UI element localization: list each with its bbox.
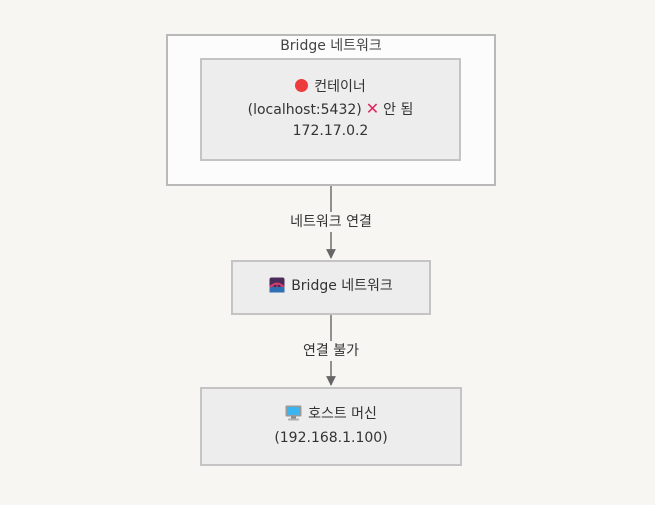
container-node-name: 컨테이너 [314,79,366,95]
host-node: 호스트 머신 (192.168.1.100) [200,387,462,466]
bridge-node-row: Bridge 네트워크 [269,276,393,300]
host-node-ip: (192.168.1.100) [274,430,388,446]
container-node-address: (localhost:5432) [247,102,362,118]
host-node-name: 호스트 머신 [308,406,377,422]
container-node-ip: 172.17.0.2 [292,123,369,139]
bridge-node: Bridge 네트워크 [231,260,431,315]
edge-label-network-connection: 네트워크 연결 [288,212,374,232]
container-node-status-row: (localhost:5432)✕안 됨 [248,98,414,121]
bridge-node-name: Bridge 네트워크 [291,277,393,294]
container-node: 컨테이너 (localhost:5432)✕안 됨 172.17.0.2 [200,58,461,161]
cluster-title: Bridge 네트워크 [280,38,382,54]
container-node-title-row: 컨테이너 [295,77,366,98]
container-node-status: 안 됨 [383,102,414,118]
bridge-icon [269,277,285,300]
edge-label-connection-failed: 연결 불가 [301,341,361,361]
computer-icon [285,405,302,428]
cross-mark-icon: ✕ [365,99,380,118]
host-node-title-row: 호스트 머신 [285,404,377,428]
red-circle-icon [295,79,309,92]
